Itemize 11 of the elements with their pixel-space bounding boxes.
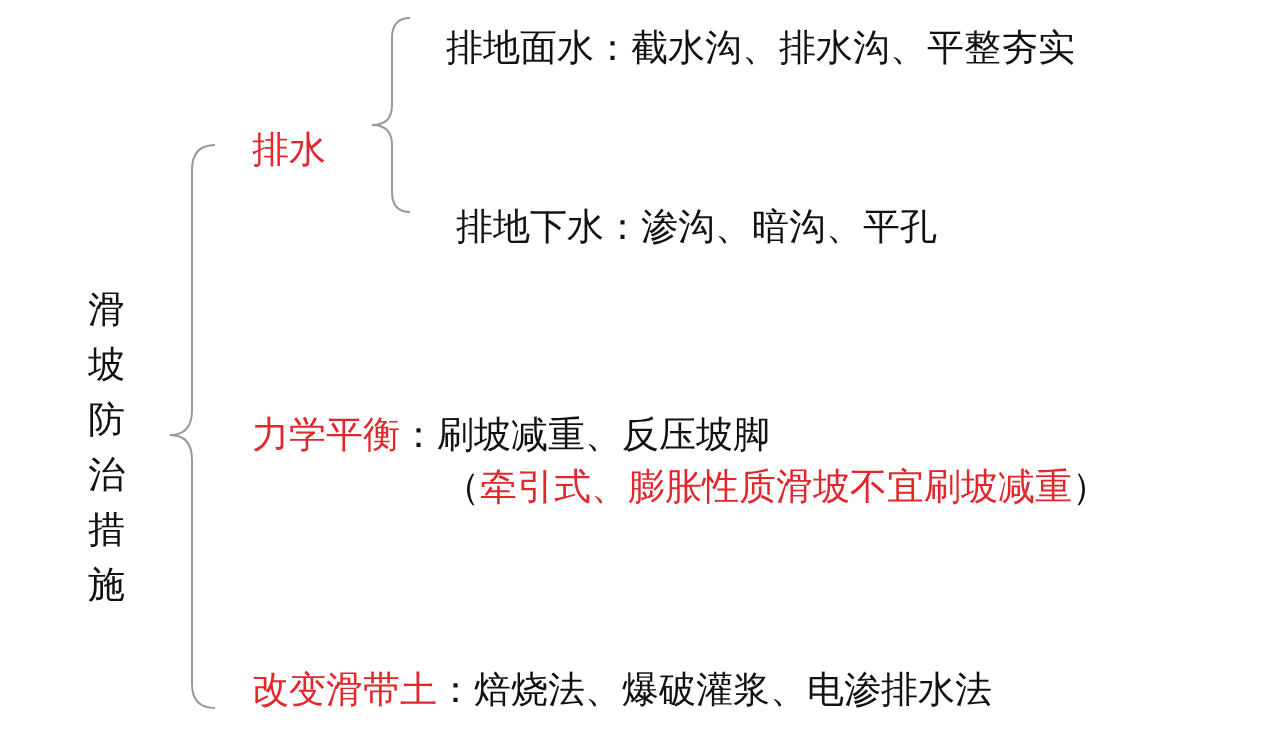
category-label: 排水 bbox=[252, 128, 326, 172]
category-label: 改变滑带土 bbox=[252, 668, 437, 712]
parenthesis: ） bbox=[1072, 465, 1109, 509]
description-text: ：焙烧法、爆破灌浆、电渗排水法 bbox=[437, 668, 992, 712]
parenthesis: （ bbox=[443, 465, 480, 509]
description-text: 排地面水：截水沟、排水沟、平整夯实 bbox=[446, 26, 1075, 70]
root-label: 滑坡防治措施 bbox=[88, 287, 126, 608]
note-text: 牵引式、膨胀性质滑坡不宜刷坡减重 bbox=[480, 465, 1072, 509]
description-text: 排地下水：渗沟、暗沟、平孔 bbox=[456, 205, 937, 249]
description-text: ：刷坡减重、反压坡脚 bbox=[400, 413, 770, 457]
category-label: 力学平衡 bbox=[252, 413, 400, 457]
